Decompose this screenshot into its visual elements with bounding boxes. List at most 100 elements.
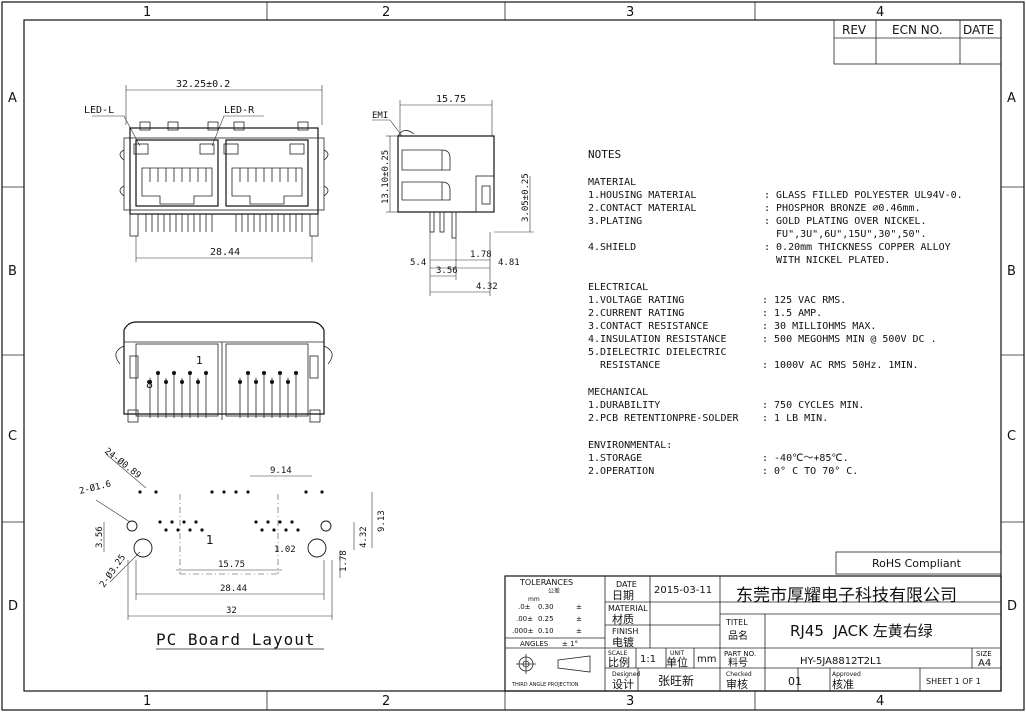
date-value: 2015-03-11 bbox=[654, 585, 712, 596]
tol-row-2-a: .00± bbox=[516, 615, 533, 623]
ecn-header: ECN NO. bbox=[892, 23, 943, 37]
pcb-dim-356: 3.56 bbox=[95, 526, 105, 548]
row-label-c-right: C bbox=[1007, 429, 1016, 444]
side-dim-356: 3.56 bbox=[436, 266, 458, 276]
electrical-2-val: : 1.5 AMP. bbox=[762, 308, 822, 319]
side-top-dim: 15.75 bbox=[436, 94, 466, 105]
finish-label: FINISH bbox=[612, 627, 638, 636]
unit-label: UNIT bbox=[670, 650, 685, 657]
partno-label: PART NO. bbox=[724, 650, 756, 658]
pcb-dim-102: 1.02 bbox=[274, 545, 296, 555]
side-dim-178: 1.78 bbox=[470, 250, 492, 260]
environmental-2-key: 2.OPERATION bbox=[588, 466, 654, 477]
material-cn: 材质 bbox=[612, 612, 634, 626]
tol-row-1-a: .0± bbox=[518, 603, 531, 611]
led-l-label: LED-L bbox=[84, 105, 114, 116]
date-label: DATE bbox=[616, 580, 637, 589]
side-view: EMI 15.75 13.10±0.25 3.05±0.25 1.78 5.4 … bbox=[372, 94, 534, 296]
titel-value: RJ45 JACK 左黄右绿 bbox=[790, 622, 933, 640]
electrical-3-key: 3.CONTACT RESISTANCE bbox=[588, 321, 708, 332]
pcb-pin1-label: 1 bbox=[206, 533, 214, 547]
tol-row-2-c: ± bbox=[576, 615, 582, 623]
side-height-dim: 13.10±0.25 bbox=[381, 150, 391, 204]
electrical-1-key: 1.VOLTAGE RATING bbox=[588, 295, 684, 306]
material-3-key: 3.PLATING bbox=[588, 216, 642, 227]
date-header: DATE bbox=[963, 23, 994, 37]
row-label-b: B bbox=[8, 264, 17, 279]
tolerances-label: TOLERANCES bbox=[519, 578, 573, 587]
side-dim-432: 4.32 bbox=[476, 282, 498, 292]
material-heading: MATERIAL bbox=[588, 177, 636, 188]
tol-row-3-c: ± bbox=[576, 627, 582, 635]
environmental-1-val: : -40℃～+85℃. bbox=[762, 453, 849, 464]
unit-value: mm bbox=[697, 654, 716, 665]
pcb-dim-914: 9.14 bbox=[270, 466, 292, 476]
angles-label: ANGLES bbox=[520, 640, 549, 648]
finish-cn: 电镀 bbox=[612, 635, 634, 649]
pcb-layout: 24-Ø0.89 2-Ø1.6 2-Ø3.25 9.14 1 9.13 4. bbox=[78, 446, 387, 650]
electrical-heading: ELECTRICAL bbox=[588, 282, 648, 293]
revision-block: REV ECN NO. DATE bbox=[833, 19, 1002, 65]
material-4-val: : 0.20mm THICKNESS COPPER ALLOY bbox=[764, 242, 951, 253]
sheet-label: SHEET 1 OF 1 bbox=[926, 677, 981, 686]
front-view: 32.25±0.2 LED-L LED-R bbox=[84, 79, 329, 262]
tol-row-2-b: 0.25 bbox=[538, 615, 554, 623]
company-name: 东莞市厚耀电子科技有限公司 bbox=[736, 586, 957, 606]
electrical-5b-key: RESISTANCE bbox=[588, 360, 660, 371]
rear-pin8-label: 8 bbox=[146, 378, 153, 391]
tol-mm: mm bbox=[528, 596, 540, 603]
tol-row-3-a: .000± bbox=[512, 627, 534, 635]
electrical-5-key: 5.DIELECTRIC DIELECTRIC bbox=[588, 347, 726, 358]
pcb-dim-432: 4.32 bbox=[359, 526, 369, 548]
pcb-dim-913: 9.13 bbox=[377, 510, 387, 532]
titel-cn: 品名 bbox=[728, 629, 748, 642]
checked-cn: 审核 bbox=[726, 677, 748, 691]
electrical-5-val: : 1000V AC RMS 50Hz. 1MIN. bbox=[762, 360, 919, 371]
emi-label: EMI bbox=[372, 111, 388, 121]
pcb-hole-2-16-label: 2-Ø1.6 bbox=[78, 478, 112, 497]
material-label: MATERIAL bbox=[608, 604, 648, 613]
scale-value: 1:1 bbox=[640, 654, 656, 665]
pcb-hole-24-label: 24-Ø0.89 bbox=[102, 446, 143, 481]
tol-row-1-b: 0.30 bbox=[538, 603, 554, 611]
pcb-dim-32: 32 bbox=[226, 606, 237, 616]
material-3b-val: FU",3U",6U",15U",30",50". bbox=[764, 229, 927, 240]
tol-row-1-c: ± bbox=[576, 603, 582, 611]
date-cn: 日期 bbox=[612, 589, 634, 602]
row-label-d: D bbox=[8, 599, 18, 614]
material-2-val: : PHOSPHOR BRONZE ⌀0.46mm. bbox=[764, 203, 921, 214]
projection-label: THIRD ANGLE PROJECTION bbox=[511, 682, 579, 688]
mechanical-2-key: 2.PCB RETENTIONPRE-SOLDER bbox=[588, 413, 739, 424]
angles-val: ± 1° bbox=[562, 640, 578, 648]
col-label-1: 1 bbox=[143, 5, 151, 20]
rear-pin1-label: 1 bbox=[196, 354, 203, 367]
front-pin-span-dim: 28.44 bbox=[210, 247, 240, 258]
col-label-2-bottom: 2 bbox=[382, 694, 390, 709]
material-1-key: 1.HOUSING MATERIAL bbox=[588, 190, 696, 201]
environmental-2-val: : 0° C TO 70° C. bbox=[762, 466, 858, 477]
rear-view: 1 8 bbox=[115, 321, 333, 423]
electrical-3-val: : 30 MILLIOHMS MAX. bbox=[762, 321, 876, 332]
led-r-label: LED-R bbox=[224, 105, 255, 116]
title-block: RoHS Compliant TOLERANCES 公差 mm .0± 0.30… bbox=[504, 551, 1002, 692]
material-4-key: 4.SHIELD bbox=[588, 242, 636, 253]
rohs-label: RoHS Compliant bbox=[872, 557, 962, 570]
scale-cn: 比例 bbox=[608, 655, 630, 669]
row-label-a: A bbox=[8, 91, 17, 106]
mechanical-1-val: : 750 CYCLES MIN. bbox=[762, 400, 864, 411]
tol-row-3-b: 0.10 bbox=[538, 627, 554, 635]
size-label: SIZE bbox=[976, 650, 992, 658]
electrical-1-val: : 125 VAC RMS. bbox=[762, 295, 846, 306]
row-label-d-right: D bbox=[1007, 599, 1017, 614]
pcb-hole-2-325-label: 2-Ø3.25 bbox=[97, 552, 128, 589]
material-4b-val: WITH NICKEL PLATED. bbox=[764, 255, 890, 266]
approved-cn: 核准 bbox=[832, 677, 854, 691]
titel-label: TITEL bbox=[725, 618, 748, 627]
electrical-4-key: 4.INSULATION RESISTANCE bbox=[588, 334, 726, 345]
pcb-dim-2844: 28.44 bbox=[220, 584, 247, 594]
electrical-4-val: : 500 MEGOHMS MIN @ 500V DC . bbox=[762, 334, 937, 345]
designed-value: 张旺新 bbox=[658, 673, 694, 688]
